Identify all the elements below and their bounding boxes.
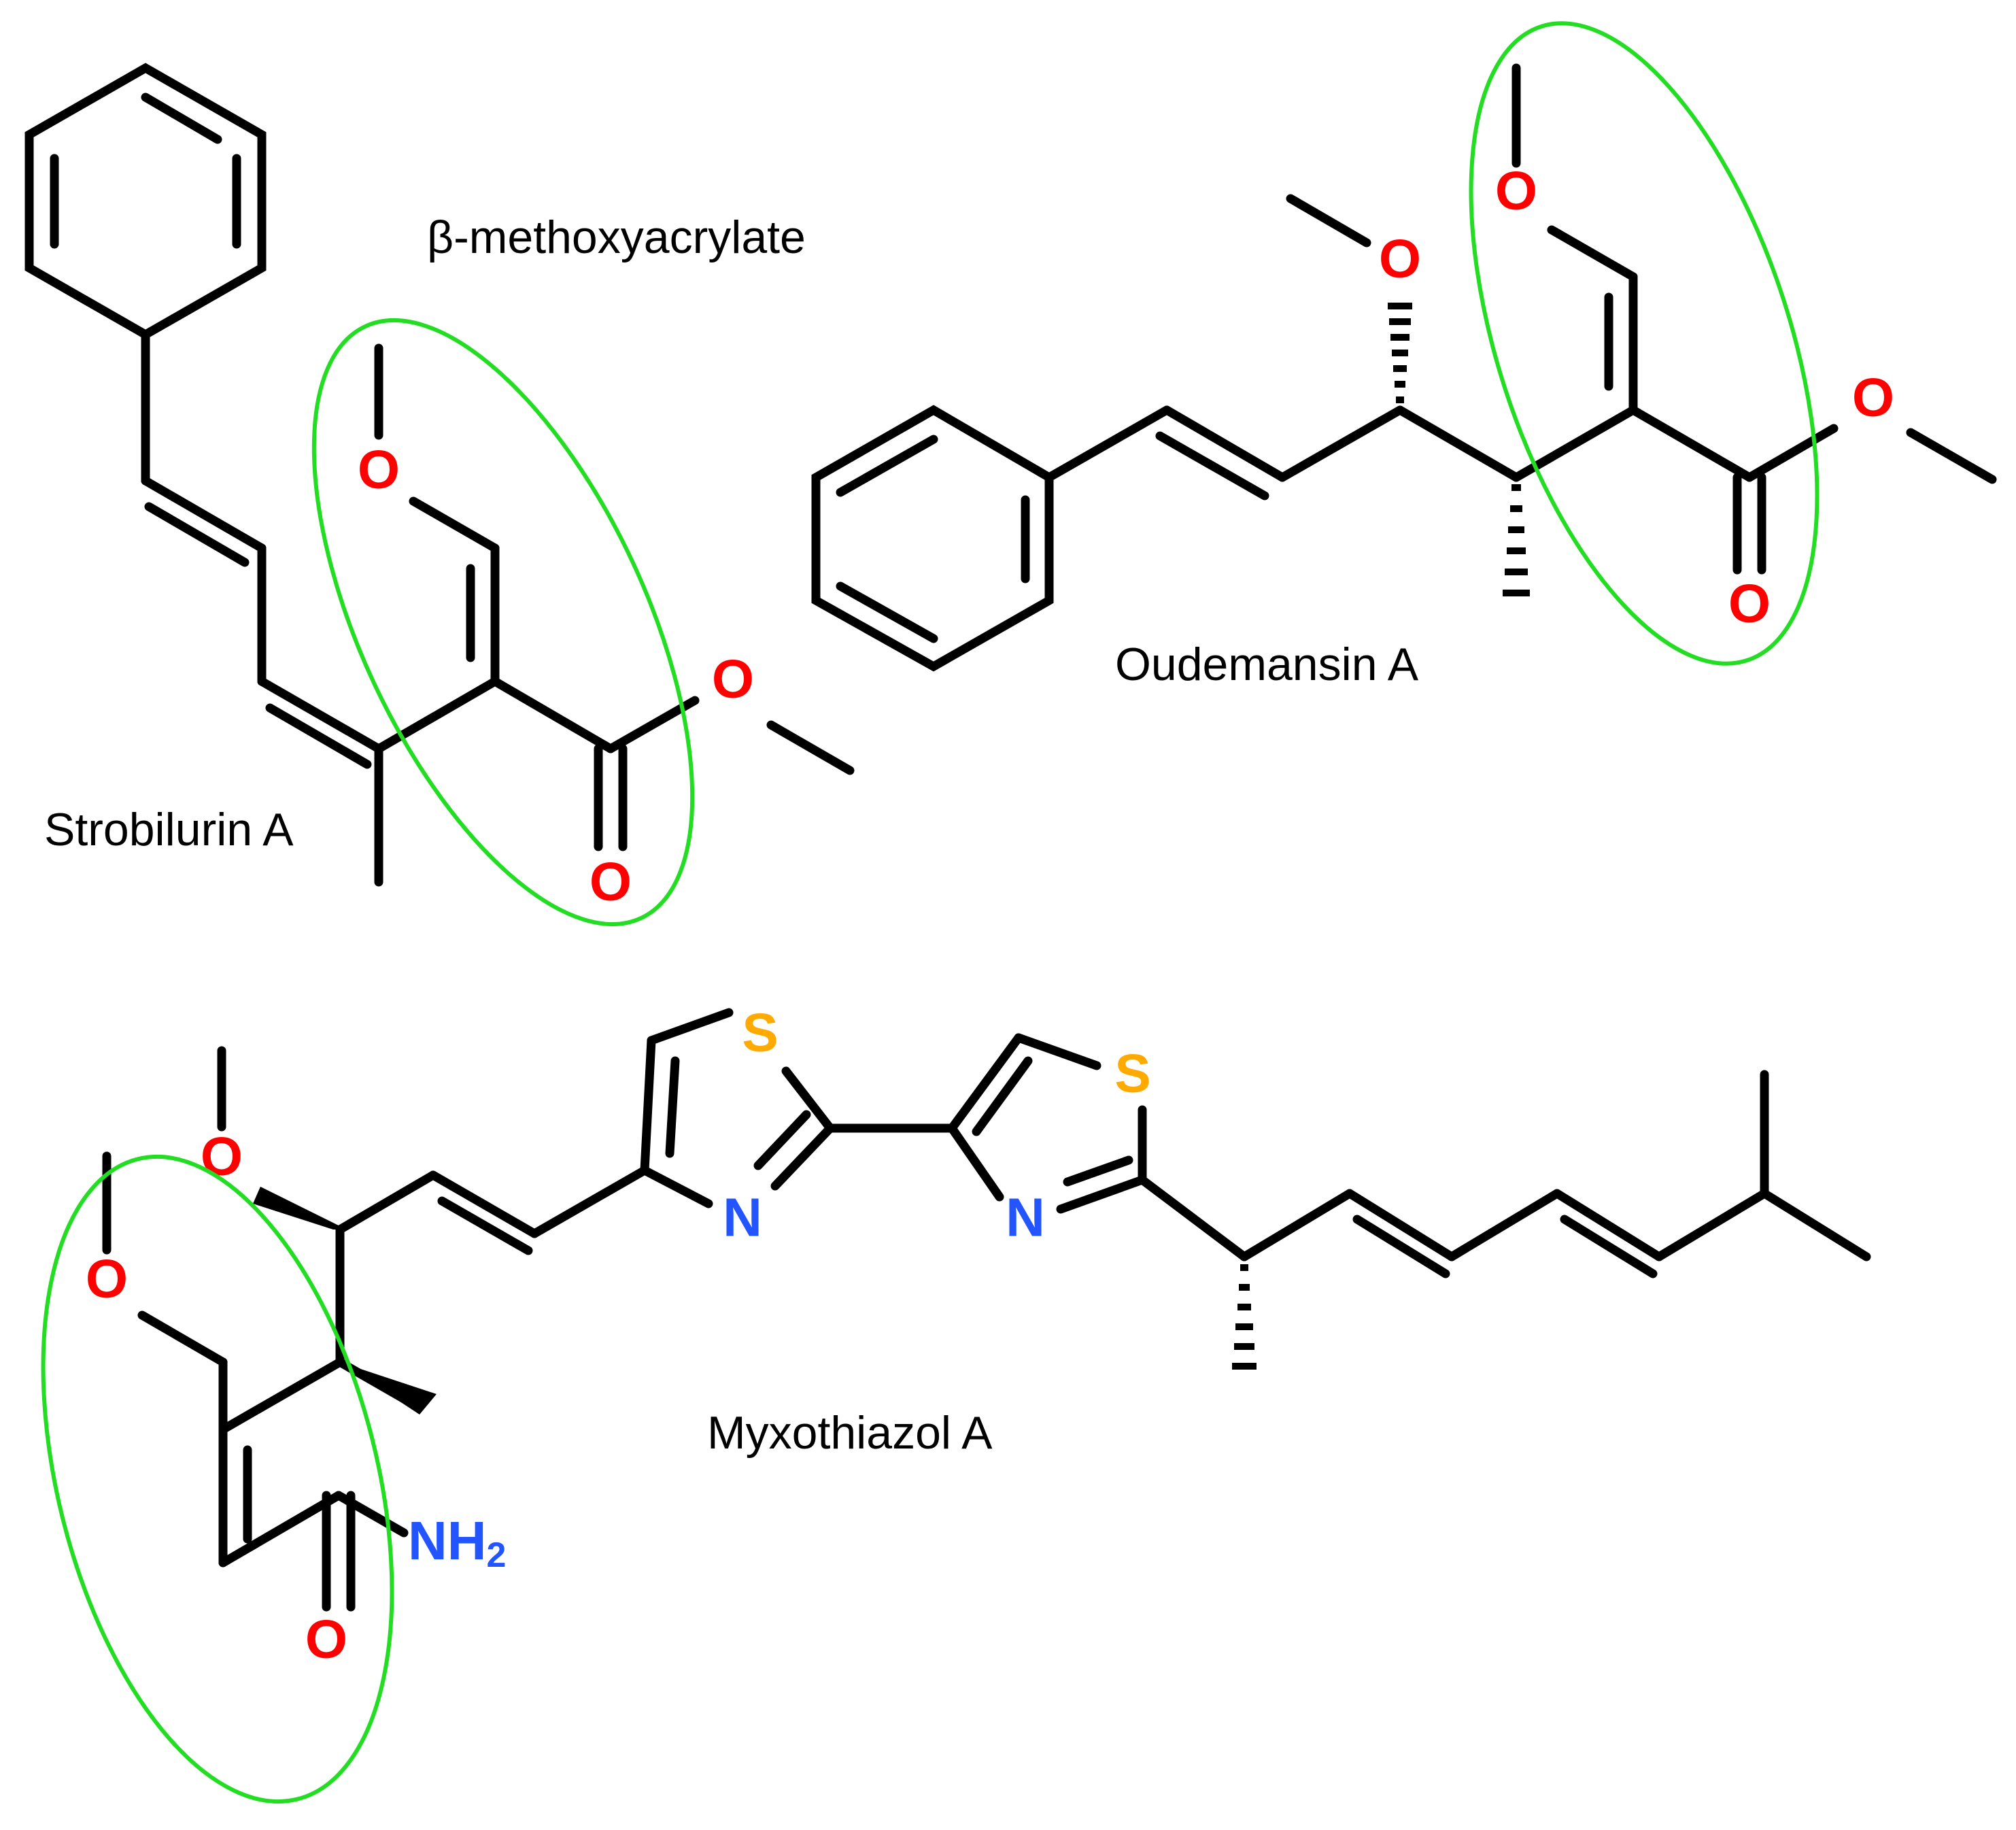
myxothiazol-thiazole-1-nitrogen: N [723,1187,762,1248]
strobilurin-methoxy-oxygen: O [358,439,400,500]
myxothiazol-wedge-methoxy-bond [253,1187,347,1230]
strobilurin-methoxyacrylate-highlight [311,318,695,926]
oudemansin-carbonyl-oxygen: O [1728,573,1771,634]
myxothiazol-hashed-methyl-bond [1232,1264,1257,1370]
myxothiazol-enol-methoxy-oxygen: O [86,1249,128,1309]
oudemansin-ester-oxygen: O [1852,367,1894,428]
oudemansin-methoxy-oxygen: O [1379,228,1421,289]
amide-subscript-two: 2 [487,1536,507,1575]
myxothiazol-thiazole-1-sulfur: S [742,1002,778,1063]
myxothiazol-thiazole-2-nitrogen: N [1006,1187,1045,1248]
oudemansin-methoxyacrylate-highlight [1469,21,1819,666]
myxothiazol-thiazole-2-sulfur: S [1114,1043,1150,1104]
oudemansin-hashed-methyl-bond [1503,484,1530,596]
strobilurin-carbonyl-oxygen: O [590,851,632,912]
myxothiazol-wedge-methyl-bond [340,1362,437,1414]
pharmacophore-label: β-methoxyacrylate [427,211,806,263]
strobilurin-a-structure: O O O [24,63,855,912]
myxothiazol-upper-methoxy-oxygen: O [201,1126,243,1187]
myxothiazol-carbonyl-oxygen: O [305,1609,347,1670]
myxothiazol-methoxyacrylate-highlight [41,1154,394,1804]
myxothiazol-amide-nitrogen: NH2 [408,1510,506,1576]
oudemansin-hashed-methoxy-bond [1388,303,1412,403]
oudemansin-a-structure: O O O O [811,63,1997,672]
myxothiazol-a-label: Myxothiazol A [707,1407,993,1459]
oudemansin-vinyl-oxygen: O [1495,160,1537,221]
amide-nh-text: NH [408,1510,487,1571]
myxothiazol-a-structure: O O O S N S N NH2 [86,1002,1871,1670]
oudemansin-a-label: Oudemansin A [1115,639,1419,690]
strobilurin-a-label: Strobilurin A [44,804,294,855]
strobilurin-ester-oxygen: O [712,649,754,709]
